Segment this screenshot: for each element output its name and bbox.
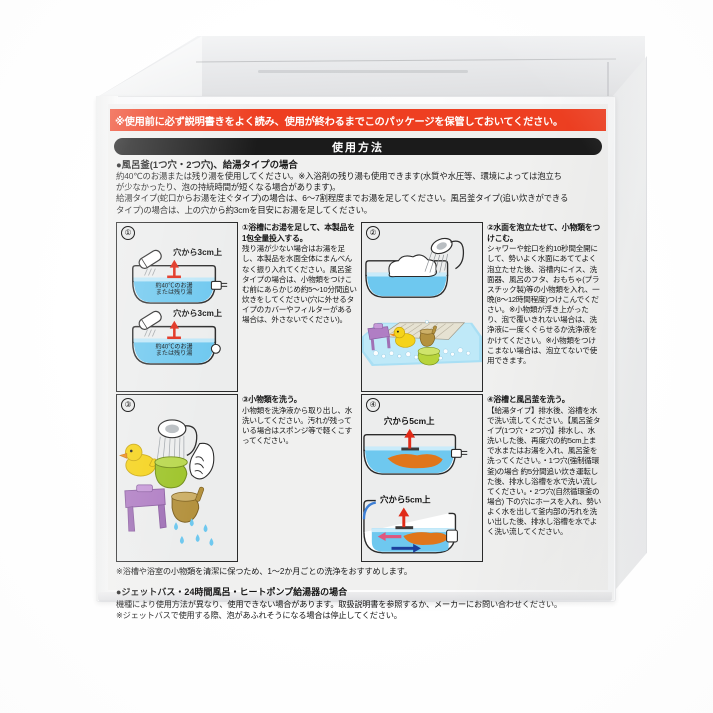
- intro-line-3: 給湯タイプ(蛇口からお湯を注ぐタイプ)の場合は、6〜7割程度までお湯を足してくだ…: [116, 193, 569, 204]
- warning-banner-text: ※使用前に必ず説明書きをよく読み、使用が終わるまでこのパッケージを保管しておいて…: [114, 116, 564, 128]
- step-1-number: ①: [121, 226, 135, 240]
- step-4-top-arrow-label: 穴から5cm上: [384, 416, 435, 426]
- step-1-top-arrow-label: 穴から3cm上: [173, 247, 222, 257]
- water-droplets: [174, 518, 214, 546]
- intro-block: ●風呂釜(1つ穴・2つ穴)、給湯タイプの場合 約40℃のお湯または残り湯を使用し…: [116, 158, 602, 216]
- step-2-heading: ②水面を泡立たせて、小物類をつけこむ。: [487, 223, 601, 243]
- step-1-bottom-arrow-label: 穴から3cm上: [173, 308, 222, 318]
- instruction-label: ※使用前に必ず説明書きをよく読み、使用が終わるまでこのパッケージを保管しておいて…: [108, 104, 608, 620]
- step-2-body: シャワーや蛇口を約10秒間全開にして、勢いよく水面にあててよく泡立たせた後、浴槽…: [487, 244, 600, 365]
- step-2-figure: ②: [361, 222, 483, 392]
- jet-bath-section: ●ジェットバス・24時間風呂・ヒートポンプ給湯器の場合 機種により使用方法が異な…: [116, 586, 602, 621]
- step-1-water-label-c: 約40℃のお湯: [155, 342, 192, 350]
- bath-basin: [154, 456, 188, 489]
- step-2-text: ②水面を泡立たせて、小物類をつけこむ。 シャワーや蛇口を約10秒間全開にして、勢…: [487, 222, 602, 392]
- step-4-figure: ④: [361, 394, 483, 562]
- intro-heading: ●風呂釜(1つ穴・2つ穴)、給湯タイプの場合: [116, 159, 298, 170]
- step-3-body: 小物類を洗浄液から取り出し、水洗いしてください。汚れが残っている場合はスポンジ等…: [242, 405, 353, 446]
- step-4-illustration: 穴から5cm上: [362, 416, 468, 554]
- jet-bath-line-2: ※ジェットバスで使用する際、泡があふれそうになる場合は停止してください。: [116, 611, 402, 621]
- section-title-bar: 使用方法: [114, 138, 602, 155]
- step-3-figure: ③: [116, 394, 238, 562]
- step-4-heading: ④浴槽と風呂釜を洗う。: [487, 395, 570, 404]
- step-4-number: ④: [366, 398, 380, 412]
- step-1-figure: ①: [116, 222, 238, 392]
- box-top-seam: [258, 70, 468, 73]
- step-3-heading: ③小物類を洗う。: [242, 395, 302, 404]
- section-title-text: 使用方法: [332, 141, 384, 154]
- bath-scoop: [171, 486, 205, 523]
- step-4: ④: [361, 394, 602, 562]
- step-1: ①: [116, 222, 357, 392]
- intro-line-2: が少なかったり、泡の持続時間が短くなる場合があります)。: [116, 182, 341, 193]
- bath-stool: [124, 484, 167, 532]
- step-4-body: 【給湯タイプ】排水後、浴槽を水で洗い流してください。【風呂釜タイプ(1つ穴・2つ…: [487, 405, 601, 537]
- cleaning-frequency-note: ※浴槽や浴室の小物類を清潔に保つため、1〜2か月ごとの洗浄をおすすめします。: [116, 567, 412, 576]
- step-1-water-label-b: または残り湯: [156, 288, 192, 296]
- step-1-heading: ①浴槽にお湯を足して、本製品を1包全量投入する。: [242, 223, 355, 243]
- step-3: ③: [116, 394, 357, 562]
- step-1-body: 残り湯が少ない場合はお湯を足し、本製品を水面全体にまんべんなく振り入れてください…: [242, 244, 357, 325]
- step-2-number: ②: [366, 226, 380, 240]
- step-1-water-label-d: または残り湯: [156, 349, 192, 357]
- intro-line-4: タイプ)の場合は、上の穴から約3cmを目安にお湯を足してください。: [116, 204, 373, 215]
- step-4-text: ④浴槽と風呂釜を洗う。 【給湯タイプ】排水後、浴槽を水で洗い流してください。【風…: [487, 394, 602, 562]
- jet-bath-heading: ●ジェットバス・24時間風呂・ヒートポンプ給湯器の場合: [116, 587, 348, 597]
- steps-grid: ①: [116, 222, 602, 562]
- step-3-text: ③小物類を洗う。 小物類を洗浄液から取り出し、水洗いしてください。汚れが残ってい…: [242, 394, 357, 562]
- bath-basin: [417, 347, 441, 366]
- jet-bath-line-1: 機種により使用方法が異なり、使用できない場合があります。取扱説明書を参照するか、…: [116, 600, 562, 609]
- step-1-water-label-a: 約40℃のお湯: [155, 281, 192, 289]
- step-2-illustration: [362, 237, 482, 367]
- step-1-text: ①浴槽にお湯を足して、本製品を1包全量投入する。 残り湯が少ない場合はお湯を足し…: [242, 222, 357, 392]
- intro-line-1: 約40℃のお湯または残り湯を使用してください。※入浴剤の残り湯も使用できます(水…: [116, 171, 562, 181]
- warning-banner: ※使用前に必ず説明書きをよく読み、使用が終わるまでこのパッケージを保管しておいて…: [110, 109, 606, 131]
- step-1-illustration: 穴から3cm上 約40℃のお湯 または残り湯: [131, 247, 228, 365]
- rubber-duck: [119, 443, 157, 477]
- step-3-number: ③: [121, 398, 135, 412]
- step-3-illustration: [119, 419, 215, 546]
- step-4-bottom-arrow-label: 穴から5cm上: [380, 495, 431, 505]
- step-2: ②: [361, 222, 602, 392]
